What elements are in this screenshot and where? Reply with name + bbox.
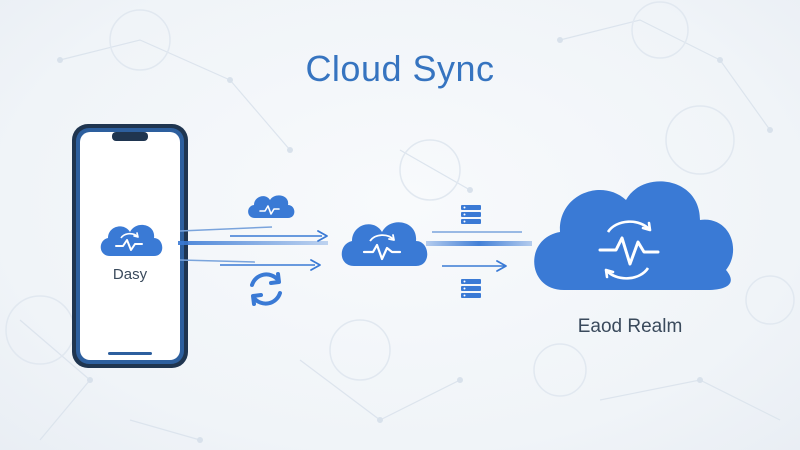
arrow-right-icon <box>496 260 507 272</box>
data-stream-right <box>426 231 532 267</box>
destination-label: Eaod Realm <box>577 316 683 337</box>
arrow-right-icon <box>310 259 321 271</box>
refresh-icon <box>250 272 282 306</box>
phone-cloud-sync-icon <box>100 224 163 256</box>
middle-cloud-sync-icon <box>341 222 428 266</box>
device-label: Dasy <box>112 266 148 283</box>
server-stack-icon <box>461 205 481 224</box>
server-stack-icon <box>461 279 481 298</box>
large-cloud-sync-icon <box>534 181 734 290</box>
data-stream-left <box>178 226 328 266</box>
diagram-title: Cloud Sync <box>305 48 495 89</box>
arrow-right-icon <box>317 230 328 242</box>
small-cloud-sync-icon <box>248 195 295 218</box>
